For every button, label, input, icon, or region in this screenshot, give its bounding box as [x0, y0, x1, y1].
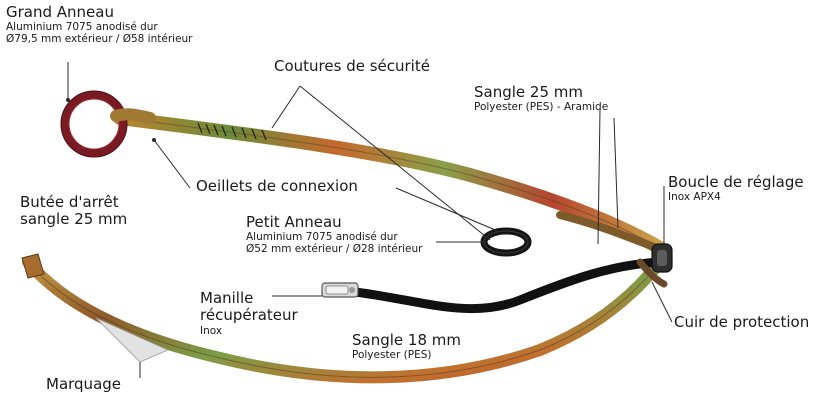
- small-ring: [484, 231, 528, 253]
- boucle-title: Boucle de réglage: [668, 174, 804, 191]
- manille-line1: Manille: [200, 290, 298, 307]
- label-boucle: Boucle de réglage Inox APX4: [668, 174, 804, 203]
- manille-sub: Inox: [200, 325, 298, 337]
- label-grand-anneau: Grand Anneau Aluminium 7075 anodisé dur …: [6, 4, 193, 45]
- petit-anneau-title: Petit Anneau: [246, 214, 422, 231]
- label-sangle18: Sangle 18 mm Polyester (PES): [352, 332, 461, 361]
- label-coutures: Coutures de sécurité: [274, 58, 430, 75]
- boucle-sub: Inox APX4: [668, 191, 804, 203]
- label-butee: Butée d'arrêt sangle 25 mm: [20, 194, 127, 229]
- petit-anneau-line2: Ø52 mm extérieur / Ø28 intérieur: [246, 243, 422, 255]
- petit-anneau-line1: Aluminium 7075 anodisé dur: [246, 231, 422, 243]
- butee-line1: Butée d'arrêt: [20, 194, 127, 211]
- stopper-tab: [22, 254, 44, 278]
- manille-line2: récupérateur: [200, 307, 298, 324]
- grand-anneau-title: Grand Anneau: [6, 4, 193, 21]
- shackle: [322, 283, 358, 297]
- butee-line2: sangle 25 mm: [20, 211, 127, 228]
- adjustment-buckle: [652, 244, 672, 272]
- label-cuir: Cuir de protection: [674, 314, 809, 331]
- cuir-title: Cuir de protection: [674, 314, 809, 331]
- grand-anneau-line2: Ø79,5 mm extérieur / Ø58 intérieur: [6, 33, 193, 45]
- label-petit-anneau: Petit Anneau Aluminium 7075 anodisé dur …: [246, 214, 422, 255]
- sangle25-sub: Polyester (PES) - Aramide: [474, 101, 608, 113]
- label-oeillets: Oeillets de connexion: [196, 178, 358, 195]
- coutures-title: Coutures de sécurité: [274, 58, 430, 75]
- marquage-title: Marquage: [46, 376, 121, 393]
- label-manille: Manille récupérateur Inox: [200, 290, 298, 337]
- oeillets-title: Oeillets de connexion: [196, 178, 358, 195]
- label-marquage: Marquage: [46, 376, 121, 393]
- sangle25-title: Sangle 25 mm: [474, 84, 608, 101]
- sangle18-sub: Polyester (PES): [352, 349, 461, 361]
- label-sangle25: Sangle 25 mm Polyester (PES) - Aramide: [474, 84, 608, 113]
- leader-dot-oeillets: [152, 138, 156, 142]
- grand-anneau-line1: Aluminium 7075 anodisé dur: [6, 21, 193, 33]
- sangle18-title: Sangle 18 mm: [352, 332, 461, 349]
- ring-strap-loop: [116, 114, 150, 118]
- leader-dot-grand-anneau: [66, 98, 70, 102]
